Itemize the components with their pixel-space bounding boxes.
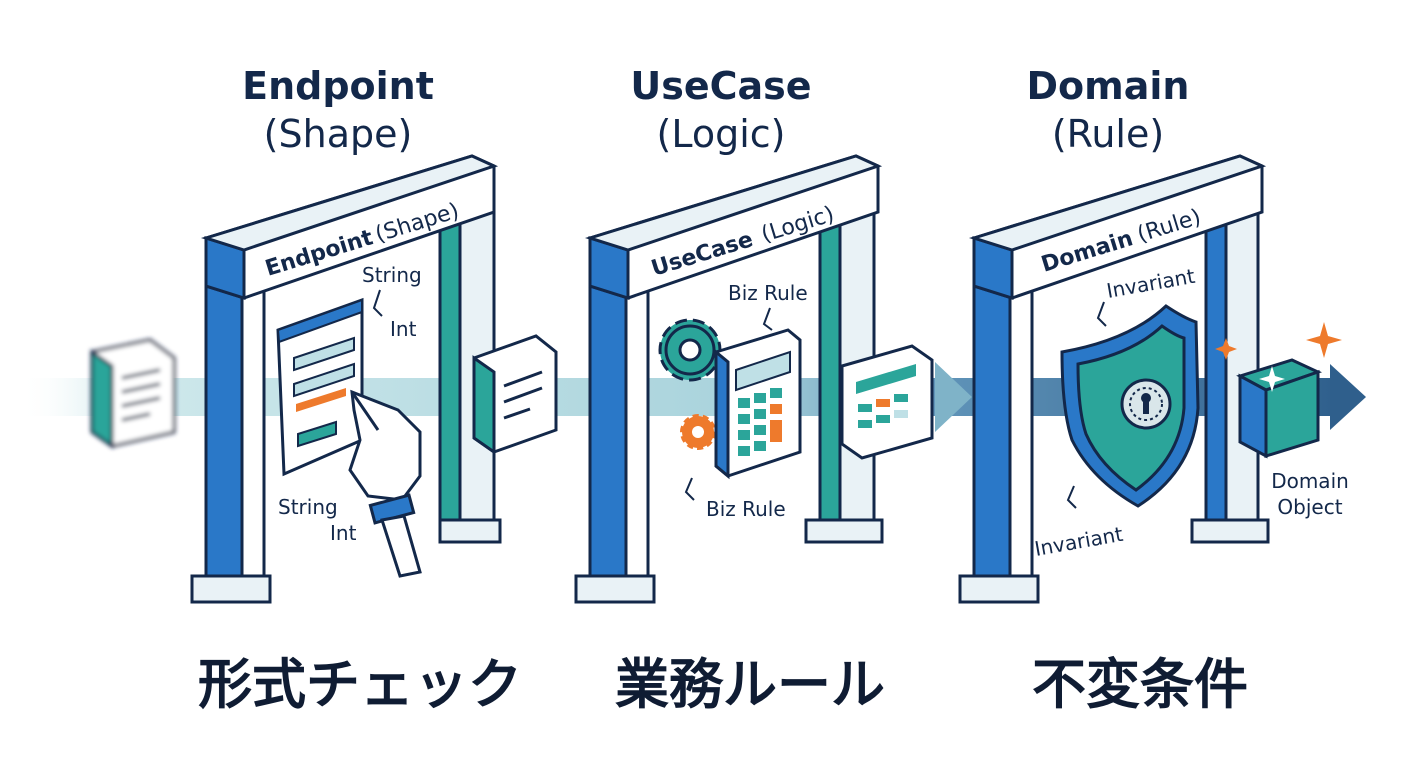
sparkle-icon — [1215, 322, 1342, 392]
domain-gate: Domain (Rule) Invariant Invariant — [958, 154, 1349, 604]
endpoint-caption: 形式チェック — [198, 653, 522, 716]
usecase-caption: 業務ルール — [615, 653, 885, 716]
robot-hand-icon — [348, 389, 422, 578]
endpoint-gate: Endpoint (Shape) String Int S — [190, 154, 558, 604]
flow-arrowhead-middle — [935, 362, 972, 432]
calculator-icon — [714, 328, 802, 480]
endpoint-label-top-2: Int — [390, 317, 417, 341]
endpoint-label-top-1: String — [362, 263, 422, 287]
domain-heading-subtitle: (Rule) — [1051, 112, 1165, 156]
domain-heading-title: Domain — [1026, 64, 1190, 108]
endpoint-heading-subtitle: (Shape) — [263, 112, 413, 156]
usecase-label-bottom: Biz Rule — [706, 497, 786, 521]
usecase-heading-title: UseCase — [630, 64, 812, 108]
domain-object-label-line1: Domain — [1271, 469, 1349, 493]
validated-document-icon — [472, 334, 558, 455]
form-window-icon — [276, 297, 364, 477]
endpoint-heading-title: Endpoint — [242, 64, 434, 108]
usecase-heading: UseCase (Logic) — [571, 62, 871, 158]
endpoint-heading: Endpoint (Shape) — [188, 62, 488, 158]
flow-arrowhead-end — [1330, 364, 1366, 430]
shield-lock-icon — [1060, 304, 1200, 508]
domain-caption: 不変条件 — [1032, 653, 1248, 716]
endpoint-label-bottom-2: Int — [330, 521, 357, 545]
endpoint-label-bottom-1: String — [278, 495, 338, 519]
domain-object-cube-icon — [1236, 358, 1323, 459]
business-form-icon — [840, 344, 934, 460]
usecase-gate: UseCase (Logic) — [574, 154, 934, 604]
domain-label-top: Invariant — [1105, 264, 1197, 303]
input-document-icon — [90, 338, 176, 449]
large-gear-icon — [658, 318, 722, 382]
usecase-label-top: Biz Rule — [728, 281, 808, 305]
domain-object-label-line2: Object — [1277, 495, 1342, 519]
domain-heading: Domain (Rule) — [958, 62, 1258, 158]
diagram-canvas: Endpoint (Shape) String Int S — [20, 154, 1366, 604]
domain-label-bottom: Invariant — [1033, 522, 1125, 561]
small-gear-icon — [680, 414, 716, 450]
usecase-heading-subtitle: (Logic) — [656, 112, 786, 156]
